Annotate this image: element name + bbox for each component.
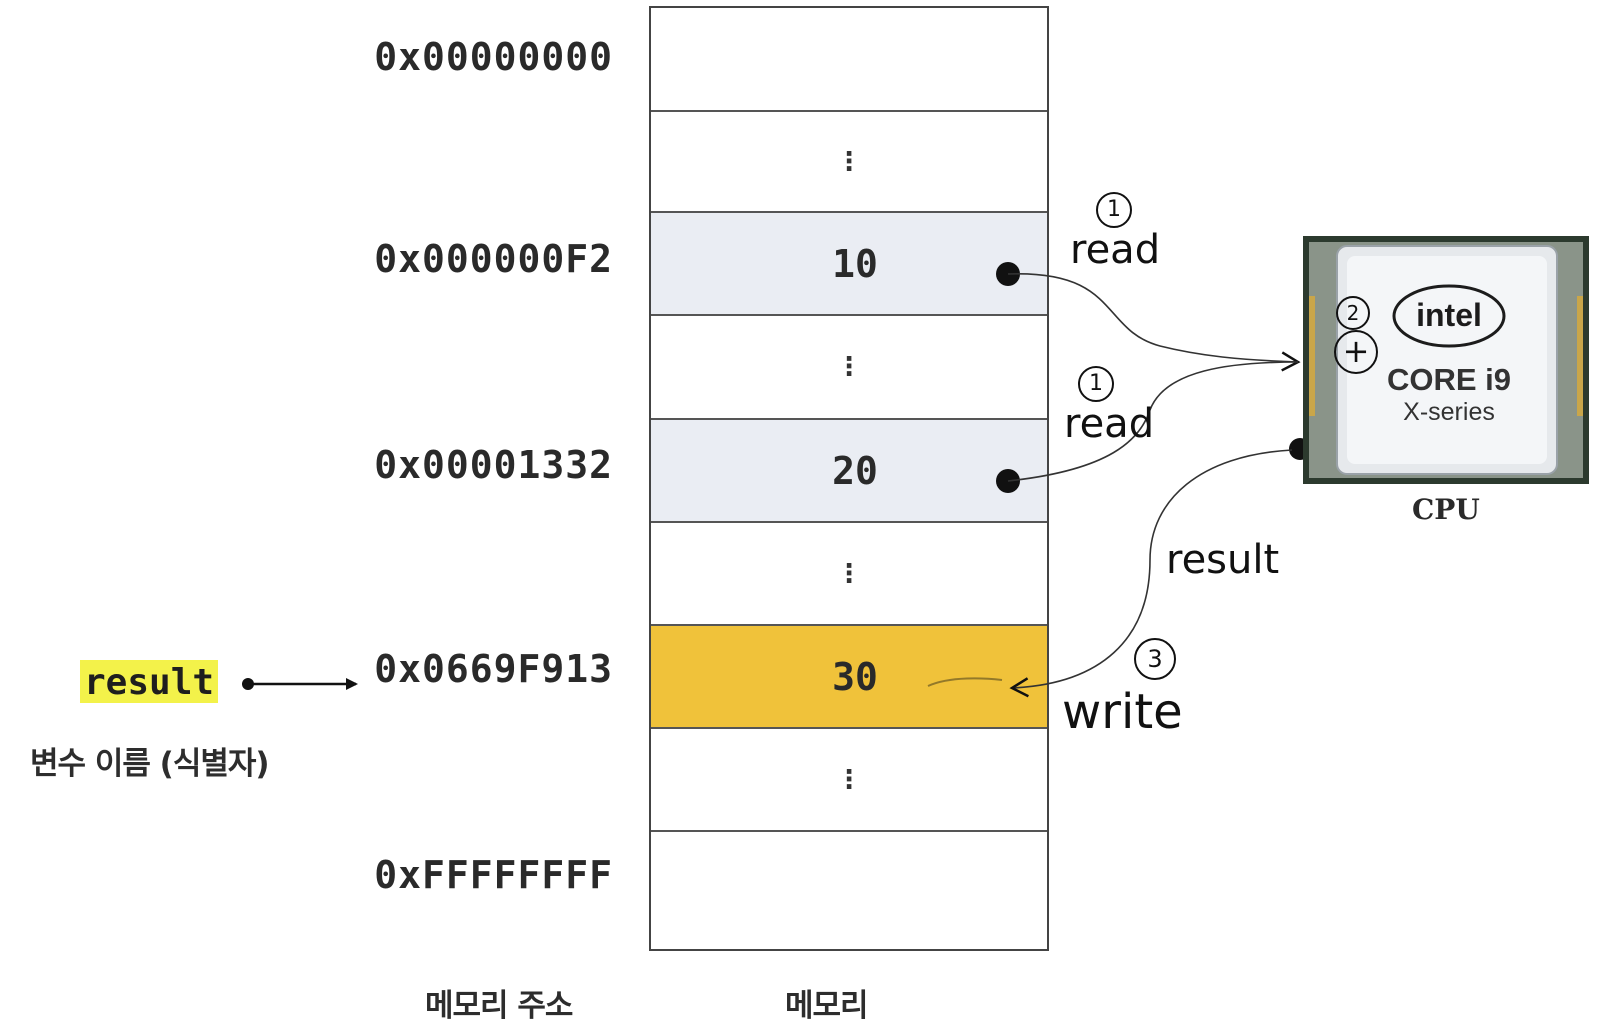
address-b: 0x00001332 — [374, 443, 613, 487]
memory-cell-a: 10 — [651, 213, 1047, 316]
memory-cell-b: 20 — [651, 420, 1047, 523]
cpu-brand: intel — [1416, 297, 1482, 333]
memory-column: ⋮ 10 ⋮ 20 ⋮ 30 ⋮ — [649, 6, 1049, 951]
cpu-series: X-series — [1403, 398, 1495, 426]
memory-cell-gap: ⋮ — [651, 316, 1047, 420]
memory-value-result: 30 — [832, 654, 878, 699]
ellipsis-icon: ⋮ — [836, 558, 862, 589]
variable-name: result — [80, 660, 219, 703]
memory-value-b: 20 — [832, 448, 878, 493]
variable-caption: 변수 이름 (식별자) — [30, 746, 270, 782]
write-arrow — [1009, 449, 1293, 698]
cpu-label: CPU — [1412, 493, 1480, 526]
add-operation-marker: + — [1334, 330, 1378, 374]
result-label: result — [1166, 537, 1280, 583]
ellipsis-icon: ⋮ — [836, 146, 862, 177]
step-2-marker: 2 — [1336, 296, 1370, 330]
read-label-a: read — [1070, 227, 1161, 273]
plus-symbol: + — [1342, 332, 1370, 370]
cpu-model: CORE i9 — [1387, 362, 1511, 397]
ellipsis-icon: ⋮ — [836, 352, 862, 382]
ellipsis-icon: ⋮ — [836, 764, 862, 795]
address-column-label: 메모리 주소 — [425, 988, 573, 1024]
address-a: 0x000000F2 — [374, 237, 613, 281]
address-first: 0x00000000 — [374, 35, 613, 79]
step-3-number: 3 — [1147, 645, 1163, 673]
memory-column-label: 메모리 — [785, 988, 869, 1024]
step-2-number: 2 — [1346, 301, 1360, 325]
memory-value-a: 10 — [832, 241, 878, 286]
scribble-mark — [927, 677, 1003, 687]
memory-cell-gap: ⋮ — [651, 523, 1047, 626]
address-last: 0xFFFFFFFF — [374, 853, 613, 897]
read-arrow-b — [1007, 361, 1299, 482]
write-label: write — [1062, 684, 1183, 740]
memory-cell-gap: ⋮ — [651, 729, 1047, 832]
step-1-marker: 1 — [1078, 366, 1114, 402]
read-label-b: read — [1064, 401, 1155, 447]
step-3-marker: 3 — [1134, 638, 1176, 680]
step-1-marker: 1 — [1096, 192, 1132, 228]
step-1-number: 1 — [1089, 371, 1103, 396]
variable-dot — [242, 678, 254, 690]
read-arrow-a — [1007, 273, 1301, 372]
memory-cell-first — [651, 8, 1047, 112]
memory-cell-gap: ⋮ — [651, 112, 1047, 213]
step-1-number: 1 — [1107, 197, 1121, 222]
address-result: 0x0669F913 — [374, 647, 613, 691]
